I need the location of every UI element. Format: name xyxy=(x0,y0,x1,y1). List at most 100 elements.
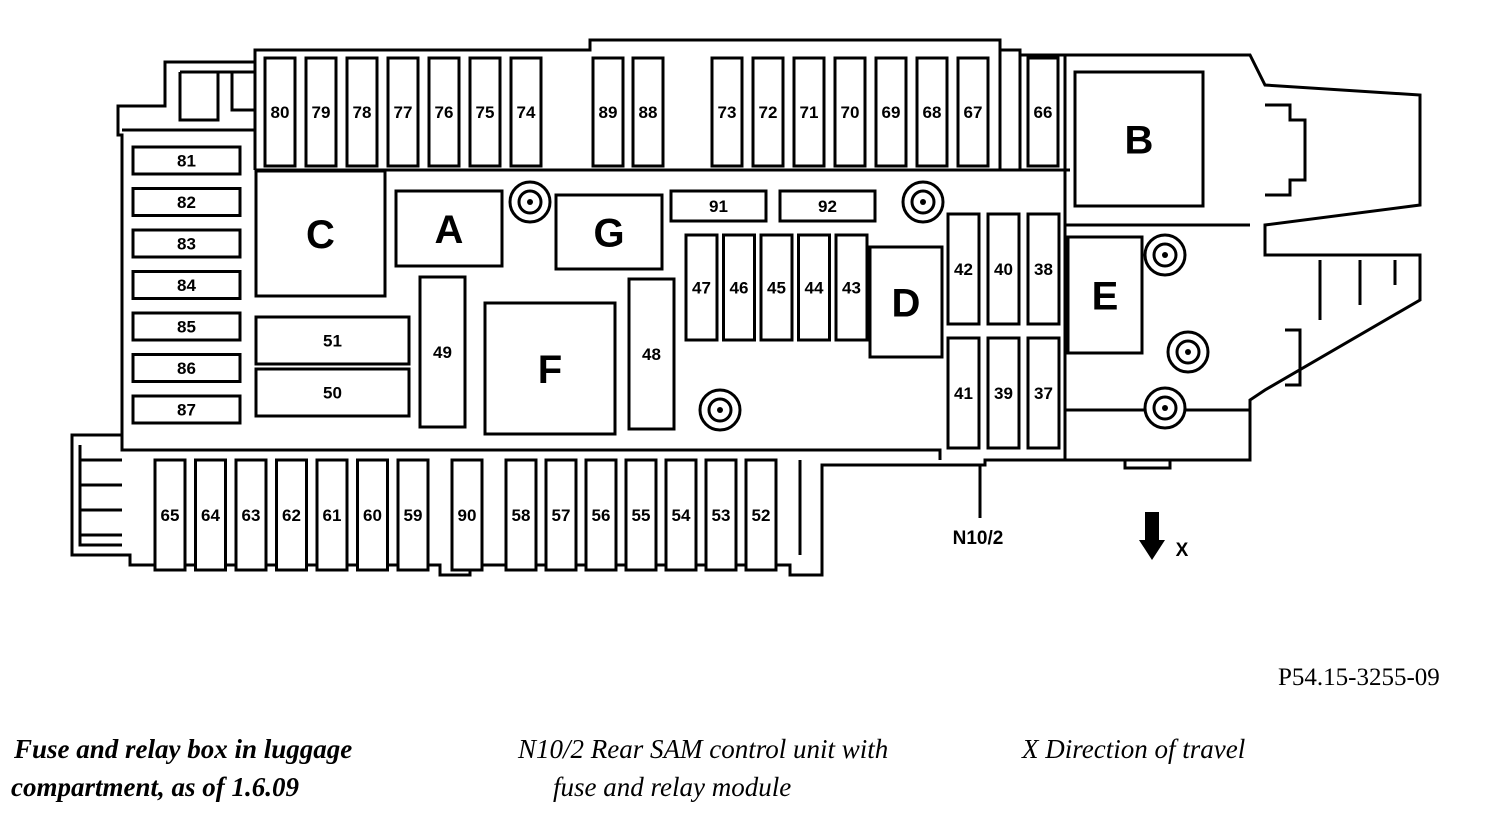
fuse-69-outline xyxy=(874,56,908,168)
fuse-65-outline xyxy=(153,458,187,572)
legend-item-2-line-2: fuse and relay module xyxy=(553,772,792,802)
fuse-87: 87 xyxy=(131,394,242,425)
fuse-47: 47 xyxy=(684,233,719,342)
relay-e-label: E xyxy=(1092,274,1119,318)
fuse-68-label: 68 xyxy=(923,103,942,122)
fuse-60: 60 xyxy=(356,458,389,572)
relay-c-outline xyxy=(254,169,387,298)
fuse-66-label: 66 xyxy=(1034,103,1053,122)
fuse-38: 38 xyxy=(1026,212,1061,326)
fuse-58-label: 58 xyxy=(512,506,531,525)
mounting-bolt-ring xyxy=(717,407,723,413)
fuse-45: 45 xyxy=(759,233,794,342)
fuse-75-label: 75 xyxy=(476,103,495,122)
fuse-38-outline xyxy=(1026,212,1061,326)
direction-arrow-icon xyxy=(1139,512,1165,560)
fuse-44-label: 44 xyxy=(805,279,824,298)
fuse-71-outline xyxy=(792,56,826,168)
fuse-83-label: 83 xyxy=(177,235,196,254)
fuse-41-label: 41 xyxy=(954,384,973,403)
mounting-bolt-icon xyxy=(508,180,552,224)
fuse-54-label: 54 xyxy=(672,506,691,525)
fuse-59: 59 xyxy=(396,458,430,572)
fuse-55-label: 55 xyxy=(632,506,651,525)
fuse-86-outline xyxy=(131,353,242,383)
fuse-46-label: 46 xyxy=(730,279,749,298)
fuse-49: 49 xyxy=(418,275,467,429)
fuse-82-label: 82 xyxy=(177,193,196,212)
fuse-84: 84 xyxy=(131,270,242,300)
fuse-92: 92 xyxy=(778,189,877,223)
fuse-43: 43 xyxy=(834,233,869,342)
fuse-40-outline xyxy=(986,212,1021,326)
fuse-87-outline xyxy=(131,394,242,425)
mounting-bolt-icon xyxy=(901,180,945,224)
fuse-37-outline xyxy=(1026,336,1061,450)
fuse-88: 88 xyxy=(631,56,665,168)
fuse-82-outline xyxy=(131,187,242,217)
fuse-45-outline xyxy=(759,233,794,342)
mounting-bolt-ring xyxy=(1185,349,1191,355)
fuse-45-label: 45 xyxy=(767,279,786,298)
fuse-70: 70 xyxy=(833,56,867,168)
fuse-90: 90 xyxy=(450,458,484,572)
fuse-37: 37 xyxy=(1026,336,1061,450)
fuse-59-outline xyxy=(396,458,430,572)
fuse-37-label: 37 xyxy=(1034,384,1053,403)
fuse-66: 66 xyxy=(1026,56,1060,168)
bolt-layer xyxy=(508,180,1210,432)
fuse-64-outline xyxy=(194,458,227,572)
fuse-55-outline xyxy=(624,458,658,572)
fuse-87-label: 87 xyxy=(177,401,196,420)
fuse-54: 54 xyxy=(664,458,698,572)
fuse-66-outline xyxy=(1026,56,1060,168)
fuse-52-outline xyxy=(744,458,778,572)
fuse-85-outline xyxy=(131,311,242,342)
fuse-58: 58 xyxy=(504,458,538,572)
relay-b-outline xyxy=(1073,70,1205,208)
fuse-40: 40 xyxy=(986,212,1021,326)
fuse-70-outline xyxy=(833,56,867,168)
fuse-56: 56 xyxy=(584,458,618,572)
relay-e-outline xyxy=(1066,235,1144,355)
fuse-74: 74 xyxy=(509,56,543,168)
fuse-56-label: 56 xyxy=(592,506,611,525)
fuse-88-label: 88 xyxy=(639,103,658,122)
fuse-72-label: 72 xyxy=(759,103,778,122)
fuse-38-label: 38 xyxy=(1034,260,1053,279)
fuse-53: 53 xyxy=(704,458,738,572)
fuse-67-label: 67 xyxy=(964,103,983,122)
fuse-39: 39 xyxy=(986,336,1021,450)
fuse-84-outline xyxy=(131,270,242,300)
legend-item-2-line-1: N10/2 Rear SAM control unit with xyxy=(518,734,889,764)
fuse-44: 44 xyxy=(797,233,831,342)
fuse-59-label: 59 xyxy=(404,506,423,525)
mounting-bolt-icon xyxy=(1166,330,1210,374)
fuse-40-label: 40 xyxy=(994,260,1013,279)
fuse-63-label: 63 xyxy=(242,506,261,525)
fuse-72: 72 xyxy=(751,56,785,168)
fuse-83-outline xyxy=(131,228,242,259)
mounting-bolt-ring xyxy=(1162,252,1168,258)
fuse-55: 55 xyxy=(624,458,658,572)
fuse-44-outline xyxy=(797,233,831,342)
fuse-42-label: 42 xyxy=(954,260,973,279)
legend-item-1-line-1: Fuse and relay box in luggage xyxy=(14,734,353,764)
relay-g-label: G xyxy=(593,211,624,255)
fuse-60-outline xyxy=(356,458,389,572)
fuse-62: 62 xyxy=(275,458,308,572)
relay-f-outline xyxy=(483,301,617,436)
fuse-77: 77 xyxy=(386,56,420,168)
figure-reference: P54.15-3255-09 xyxy=(1278,664,1440,691)
housing-outline xyxy=(70,38,1422,577)
fuse-57-outline xyxy=(544,458,578,572)
fuse-61-label: 61 xyxy=(323,506,342,525)
fuse-69: 69 xyxy=(874,56,908,168)
relay-g: G xyxy=(554,193,664,271)
mounting-bolt-icon xyxy=(1143,233,1187,277)
fuse-90-outline xyxy=(450,458,484,572)
mounting-bolt-icon xyxy=(698,388,742,432)
